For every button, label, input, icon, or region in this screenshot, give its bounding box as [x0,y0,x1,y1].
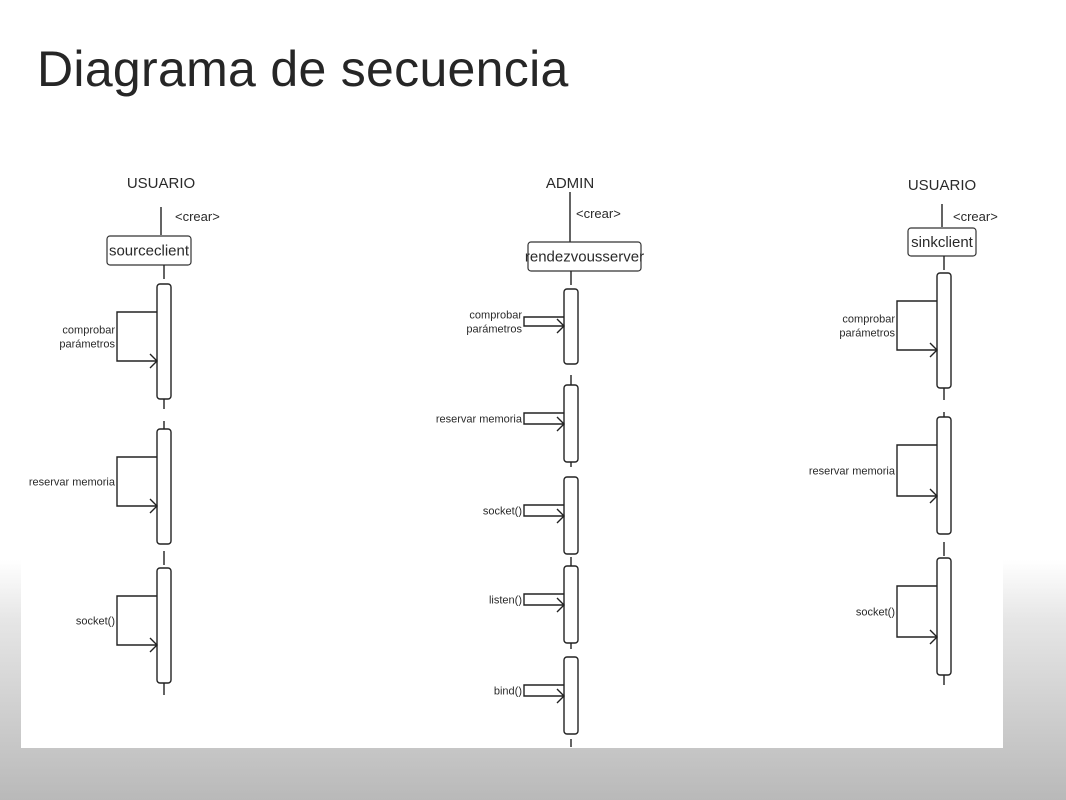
arrowhead [556,318,565,334]
actor-label: USUARIO [127,175,195,192]
object-name: rendezvousserver [525,249,644,266]
arrowhead [149,498,158,514]
self-message-arrow [896,300,937,351]
arrowhead [149,637,158,653]
arrowhead [929,342,938,358]
object-name: sinkclient [911,234,974,251]
message-label: listen() [489,595,522,607]
message-label: parámetros [59,339,115,351]
activation-bar [936,416,952,535]
sequence-diagram-canvas: USUARIO <crear> sourceclient comprobar parám… [29,175,998,747]
activation-bar [936,557,952,676]
message-label: socket() [483,506,522,518]
arrowhead [929,488,938,504]
self-message-arrow [896,585,937,638]
stereotype-label: <crear> [953,209,998,224]
activation-bar [563,565,579,644]
activation-bar [563,288,579,365]
self-message-arrow [896,444,937,497]
sequence-diagram: USUARIO <crear> sourceclient comprobar parám… [21,150,1003,748]
actor-label: ADMIN [546,175,594,192]
arrowhead [149,353,158,369]
self-message-arrow [116,311,157,362]
self-message-arrow [523,684,564,697]
message-label: socket() [856,607,895,619]
activation-bar [563,476,579,555]
arrowhead [556,416,565,432]
self-message-arrow [523,316,564,327]
stereotype-label: <crear> [175,209,220,224]
activation-bar [563,384,579,463]
message-label: socket() [76,616,115,628]
message-label: comprobar [62,325,115,337]
self-message-arrow [523,504,564,517]
message-label: comprobar [469,310,522,322]
self-message-arrow [523,412,564,425]
arrowhead [556,508,565,524]
arrowhead [929,629,938,645]
message-label: reservar memoria [29,477,116,489]
message-label: parámetros [466,324,522,336]
activation-bar [156,428,172,545]
stereotype-label: <crear> [576,206,621,221]
object-box [907,227,977,257]
object-box [106,235,192,266]
object-name: sourceclient [109,243,190,260]
actor-label: USUARIO [908,177,976,194]
self-message-arrow [523,593,564,606]
message-label: reservar memoria [809,466,896,478]
activation-bar [156,283,172,400]
arrowhead [556,597,565,613]
activation-bar [563,656,579,735]
activation-bar [936,272,952,389]
message-label: reservar memoria [436,414,523,426]
arrowhead [556,688,565,704]
slide-title: Diagrama de secuencia [37,41,569,97]
message-label: bind() [494,686,522,698]
self-message-arrow [116,595,157,646]
message-label: parámetros [839,328,895,340]
message-label: comprobar [842,314,895,326]
self-message-arrow [116,456,157,507]
activation-bar [156,567,172,684]
object-box [527,241,642,272]
